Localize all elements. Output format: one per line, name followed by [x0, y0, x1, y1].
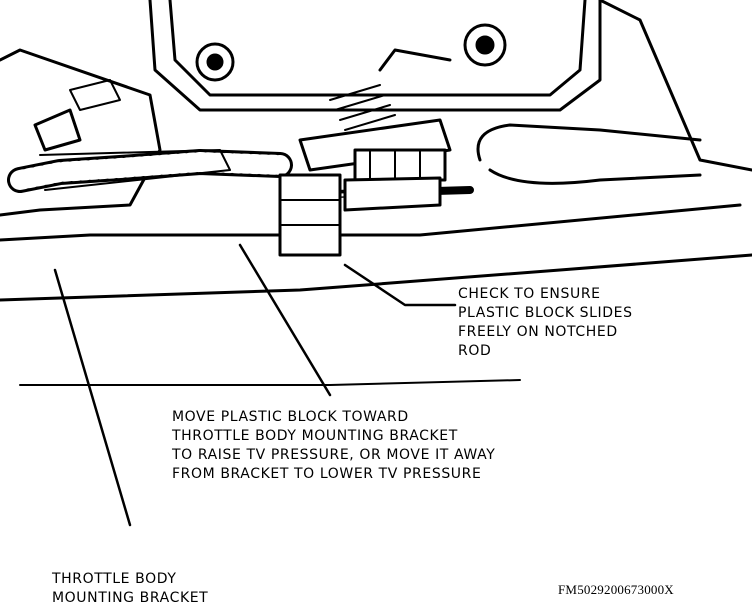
leader-move — [238, 243, 332, 397]
figure-code: FM5029200673000X — [558, 582, 674, 597]
move-line-2: THROTTLE BODY MOUNTING BRACKET — [172, 428, 458, 444]
bracket-line-2: MOUNTING BRACKET — [52, 590, 209, 606]
cable-sheath — [39, 149, 231, 191]
leader-bracket — [53, 268, 132, 527]
linkage-spring — [329, 84, 396, 131]
leader-check — [343, 263, 457, 307]
check-line-4: ROD — [458, 343, 492, 359]
plastic-block — [278, 173, 342, 257]
move-line-3: TO RAISE TV PRESSURE, OR MOVE IT AWAY — [172, 447, 496, 463]
linkage-arm — [378, 48, 452, 72]
adjuster-sleeve — [343, 176, 442, 212]
top-housing-inner — [168, 0, 587, 97]
bracket-callout: THROTTLE BODY MOUNTING BRACKET — [52, 570, 208, 608]
move-block-callout: MOVE PLASTIC BLOCK TOWARD THROTTLE BODY … — [172, 408, 495, 484]
move-line-4: FROM BRACKET TO LOWER TV PRESSURE — [172, 466, 482, 482]
lower-panel-edge — [0, 253, 752, 302]
linkage-plate — [298, 118, 452, 172]
panel-slot-2 — [69, 79, 121, 111]
move-line-1: MOVE PLASTIC BLOCK TOWARD — [172, 409, 409, 425]
right-body — [598, 0, 752, 172]
bolt-left — [195, 42, 235, 82]
block-collar — [353, 148, 447, 182]
panel-slot — [33, 108, 82, 152]
floor-line — [19, 379, 521, 386]
top-housing — [148, 0, 602, 112]
bracket-line-1: THROTTLE BODY — [52, 571, 177, 587]
check-line-2: PLASTIC BLOCK SLIDES — [458, 305, 633, 321]
finger — [476, 123, 702, 162]
check-line-3: FREELY ON NOTCHED — [458, 324, 618, 340]
left-panel-edge — [0, 203, 742, 242]
engine-surface-outline — [0, 48, 162, 217]
check-line-1: CHECK TO ENSURE — [458, 286, 601, 302]
bolt-right — [463, 23, 507, 67]
check-block-callout: CHECK TO ENSURE PLASTIC BLOCK SLIDES FRE… — [458, 285, 633, 361]
